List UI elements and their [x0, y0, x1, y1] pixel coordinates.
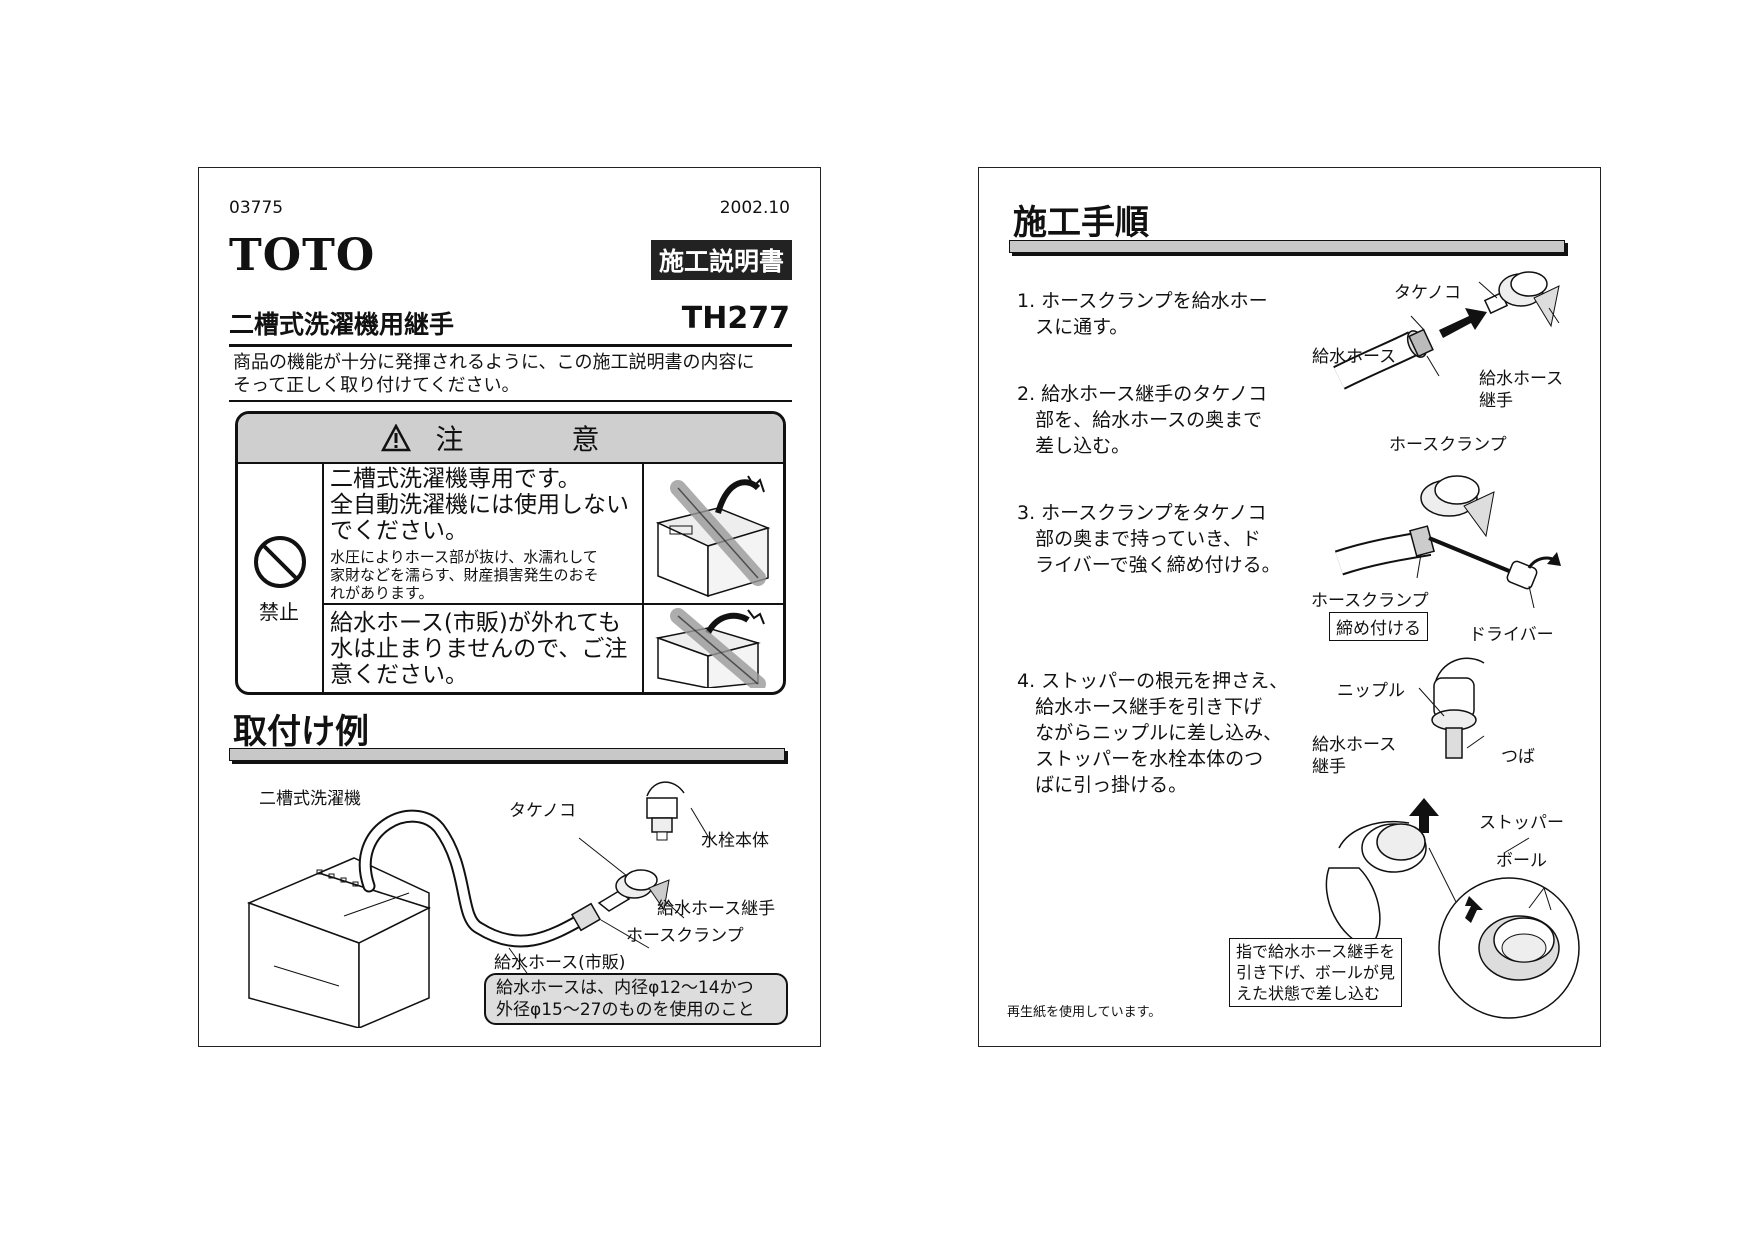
- model-number: TH277: [681, 301, 790, 336]
- section-title: 取付け例: [233, 712, 369, 752]
- label-clamp: ホースクランプ: [1311, 591, 1429, 611]
- caution-box: 注 意 禁止 二槽式洗濯機専用です。 全自動洗濯機には使用しない でください。 …: [235, 411, 786, 695]
- prohibition-label: 禁止: [259, 600, 299, 624]
- label-washer: 二槽式洗濯機: [259, 789, 361, 809]
- caution-text: 二槽式洗濯機専用です。: [330, 466, 581, 492]
- label-tighten: 締め付ける: [1329, 612, 1428, 641]
- label-line: 継手: [1479, 391, 1513, 411]
- label-nipple: ニップル: [1337, 681, 1405, 701]
- label-joint: 給水ホース継手: [657, 899, 776, 919]
- label-takenoko: タケノコ: [1394, 283, 1461, 303]
- caution-text: 意ください。: [330, 662, 468, 688]
- step3-illustration: [1334, 475, 1561, 609]
- hose-detached-illustration: [655, 608, 766, 688]
- intro-line: そって正しく取り付けてください。: [233, 375, 520, 396]
- label-driver: ドライバー: [1469, 625, 1554, 645]
- hose-size-note: 給水ホースは、内径φ12〜14かつ 外径φ15〜27のものを使用のこと: [484, 973, 788, 1025]
- hint-line: えた状態で差し込む: [1236, 984, 1381, 1003]
- caution-item-1: 二槽式洗濯機専用です。 全自動洗濯機には使用しない でください。 水圧によりホー…: [330, 466, 640, 602]
- caution-text: 全自動洗濯機には使用しない: [330, 492, 629, 518]
- caution-header: 注 意: [238, 414, 783, 464]
- section-bar: [229, 748, 785, 761]
- divider: [229, 400, 792, 402]
- caution-detail: 水圧によりホース部が抜け、水濡れして: [330, 548, 598, 566]
- label-joint: 給水ホース 継手: [1479, 368, 1563, 412]
- label-clamp: ホースクランプ: [1389, 435, 1507, 455]
- label-clamp: ホースクランプ: [626, 926, 744, 946]
- document-code: 03775: [229, 198, 284, 218]
- intro-line: 商品の機能が十分に発揮されるように、この施工説明書の内容に: [233, 352, 755, 373]
- caution-detail: れがあります。: [330, 584, 434, 602]
- caution-text: 水は止まりませんので、ご注: [330, 636, 628, 662]
- note-line: 給水ホースは、内径φ12〜14かつ: [496, 978, 754, 998]
- warning-icon: [381, 424, 412, 452]
- left-page: 03775 2002.10 TOTO 施工説明書 二槽式洗濯機用継手 TH277…: [198, 167, 821, 1047]
- doc-type-badge: 施工説明書: [650, 240, 792, 280]
- installation-example-illustration: [246, 781, 710, 1028]
- right-page: 施工手順 1. ホースクランプを給水ホー スに通す。 2. 給水ホース継手のタケ…: [978, 167, 1601, 1047]
- section-title: 施工手順: [1013, 203, 1149, 243]
- divider: [322, 603, 783, 605]
- step1-illustration: [1333, 271, 1560, 390]
- label-faucet: 水栓本体: [701, 831, 769, 851]
- divider: [642, 462, 644, 692]
- label-ball: ボール: [1496, 851, 1547, 871]
- caution-title: 注 意: [435, 423, 640, 456]
- label-tsuba: つば: [1501, 747, 1535, 767]
- divider: [322, 462, 324, 692]
- divider: [229, 344, 792, 347]
- step-1: 1. ホースクランプを給水ホー スに通す。: [1017, 290, 1268, 338]
- insertion-hint: 指で給水ホース継手を 引き下げ、ボールが見 えた状態で差し込む: [1229, 938, 1403, 1007]
- document-date: 2002.10: [719, 198, 790, 218]
- step4-illustration: [1325, 657, 1580, 1019]
- automatic-washer-illustration: [655, 475, 771, 598]
- prohibition-icon: [254, 536, 306, 588]
- step-4: 4. ストッパーの根元を押さえ、 給水ホース継手を引き下げ ながらニップルに差し…: [1017, 670, 1289, 796]
- note-line: 外径φ15〜27のものを使用のこと: [496, 1000, 755, 1020]
- step-3: 3. ホースクランプをタケノコ 部の奥まで持っていき、ド ライバーで強く締め付け…: [1017, 502, 1281, 576]
- label-line: 給水ホース: [1479, 369, 1564, 389]
- product-name: 二槽式洗濯機用継手: [229, 310, 455, 339]
- recycled-paper-note: 再生紙を使用しています。: [1007, 1005, 1162, 1020]
- caution-text: 給水ホース(市販)が外れても: [330, 610, 621, 636]
- step-2: 2. 給水ホース継手のタケノコ 部を、給水ホースの奥まで 差し込む。: [1017, 383, 1268, 457]
- caution-item-2: 給水ホース(市販)が外れても 水は止まりませんので、ご注 意ください。: [330, 610, 640, 688]
- label-hose: 給水ホース: [1312, 347, 1397, 367]
- caution-detail: 家財などを濡らす、財産損害発生のおそ: [330, 566, 599, 584]
- caution-text: でください。: [330, 518, 468, 544]
- label-hose: 給水ホース(市販): [494, 953, 626, 973]
- section-bar: [1009, 240, 1565, 253]
- label-line: 継手: [1312, 757, 1346, 777]
- hint-line: 引き下げ、ボールが見: [1236, 963, 1395, 982]
- label-joint: 給水ホース 継手: [1312, 734, 1396, 778]
- hint-line: 指で給水ホース継手を: [1236, 942, 1396, 961]
- label-stopper: ストッパー: [1479, 813, 1564, 833]
- label-takenoko: タケノコ: [509, 801, 576, 821]
- label-line: 給水ホース: [1312, 735, 1397, 755]
- intro-text: 商品の機能が十分に発揮されるように、この施工説明書の内容に そって正しく取り付け…: [233, 351, 754, 397]
- brand-logo: TOTO: [229, 230, 376, 281]
